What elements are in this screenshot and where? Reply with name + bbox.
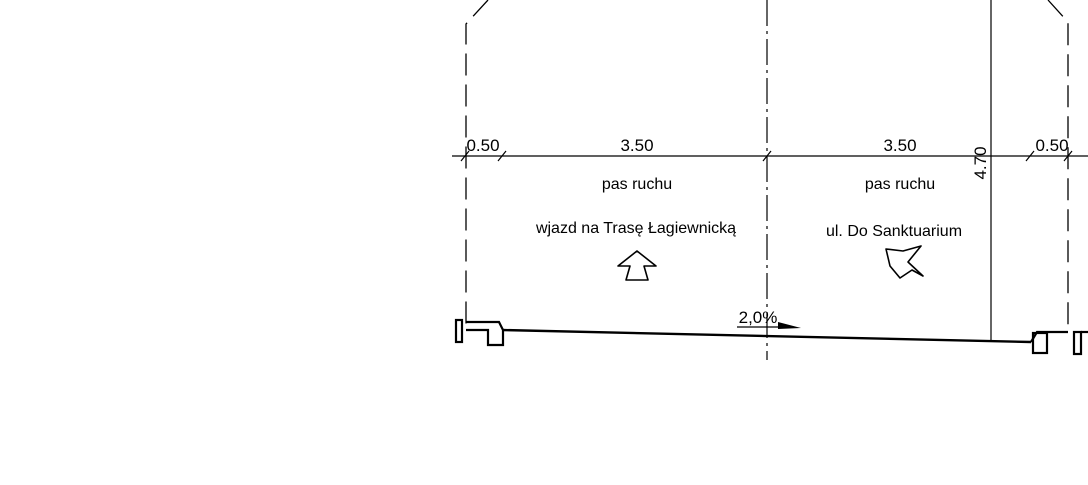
clearance-right-edge [1047, 0, 1069, 330]
clearance-height-value: 4.70 [971, 146, 990, 179]
left-curb [454, 318, 505, 347]
road-surface [501, 328, 1032, 344]
left-lane-width: 3.50 [620, 136, 653, 155]
dimension-tick [497, 150, 507, 162]
straight-arrow-icon [617, 250, 657, 281]
clearance-left-edge [465, 0, 489, 330]
diagonal-arrow-icon [885, 245, 924, 279]
left-lane-type: pas ruchu [602, 176, 672, 193]
dimension-tick [1025, 150, 1035, 162]
slope-arrow-icon [778, 322, 801, 329]
right-curb [1030, 330, 1088, 356]
right-lane-direction: ul. Do Sanktuarium [826, 223, 962, 240]
right-lane-type: pas ruchu [865, 176, 935, 193]
dimension-tick [1063, 150, 1073, 162]
clearance-envelope [465, 0, 1069, 330]
dimension-tick [460, 150, 470, 162]
left-shoulder-width: 0.50 [466, 136, 499, 155]
dimension-line [452, 150, 1088, 162]
slope-label: 2,0% [739, 308, 778, 327]
right-shoulder-width: 0.50 [1035, 136, 1068, 155]
right-lane-width: 3.50 [883, 136, 916, 155]
dimension-tick [762, 150, 772, 162]
left-lane-direction: wjazd na Trasę Łagiewnicką [535, 220, 736, 237]
